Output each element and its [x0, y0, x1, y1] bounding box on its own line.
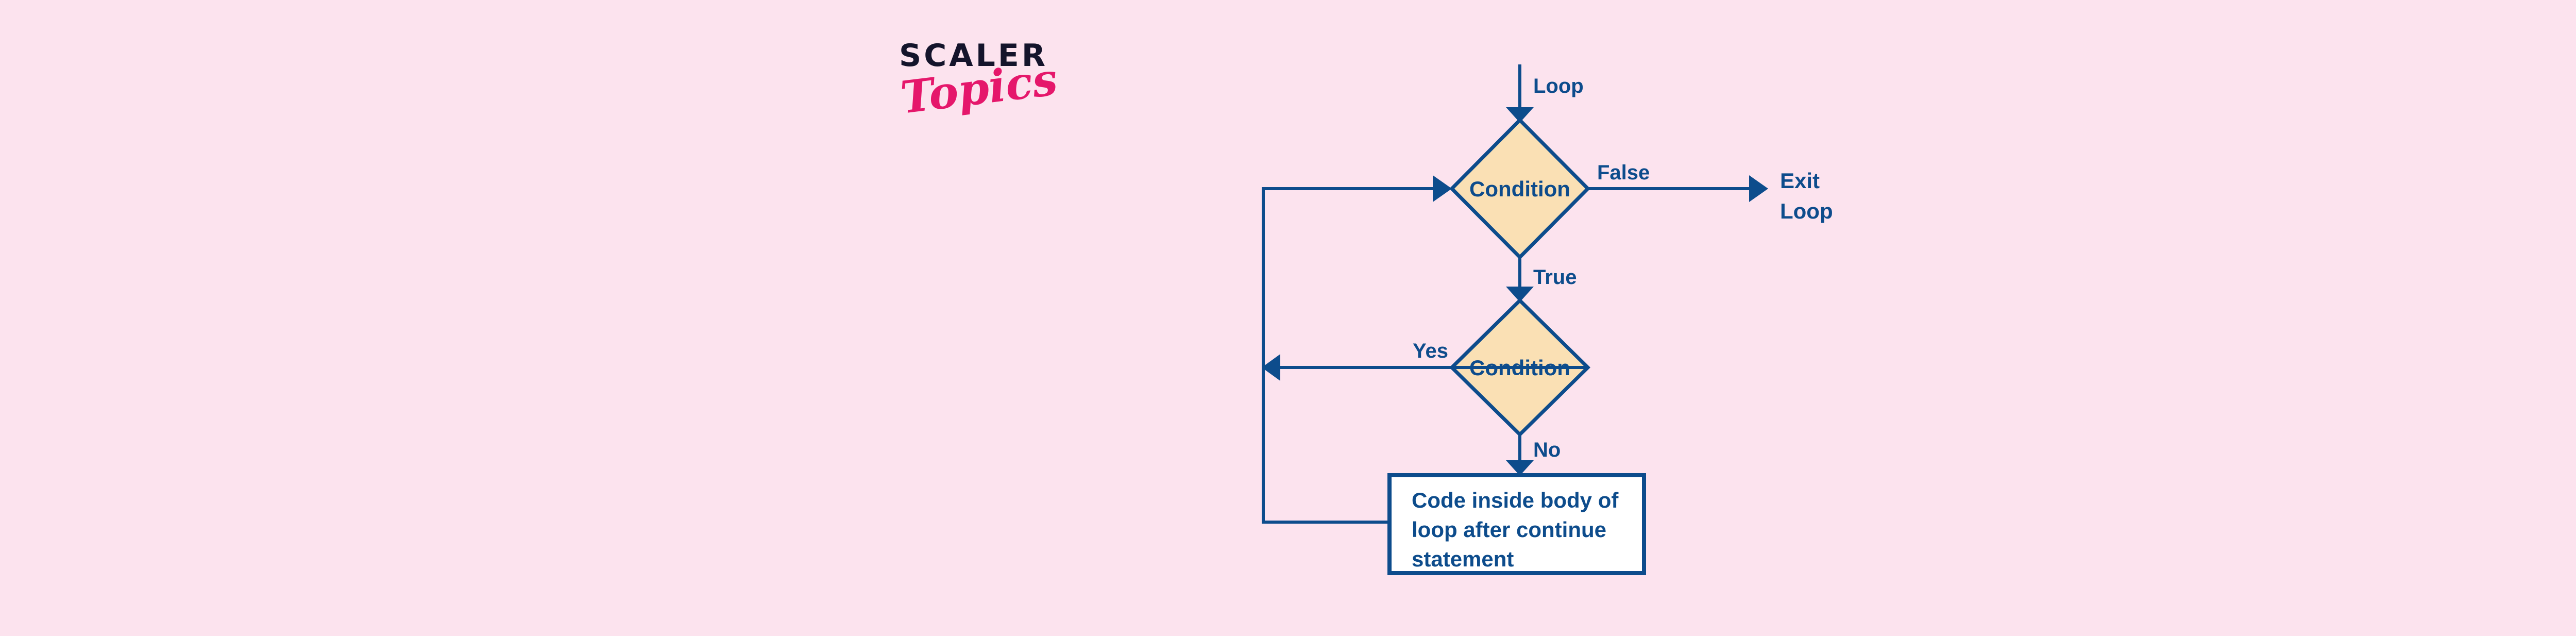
scaler-topics-logo: SCALER Topics: [898, 38, 1060, 138]
edge-no-body: No: [1506, 434, 1561, 476]
process-node-line-3: statement: [1412, 547, 1514, 571]
exit-loop-line-2: Loop: [1780, 199, 1833, 223]
decision-node-condition-1-label: Condition: [1469, 177, 1570, 201]
exit-loop-terminal: Exit Loop: [1780, 169, 1833, 223]
edge-loopback-to-condition-1: [1262, 175, 1452, 524]
edge-loop-entry: Loop: [1506, 64, 1584, 123]
logo-primary-text: SCALER: [899, 38, 1048, 74]
edge-label-false: False: [1597, 161, 1650, 184]
process-node-line-1: Code inside body of: [1412, 488, 1619, 512]
edge-label-true: True: [1533, 266, 1577, 289]
edge-label-no: No: [1533, 439, 1561, 461]
edge-label-yes: Yes: [1413, 340, 1448, 362]
edge-false-exit: False: [1588, 161, 1768, 202]
process-node-line-2: loop after continue: [1412, 517, 1606, 542]
decision-node-condition-1[interactable]: Condition: [1449, 118, 1590, 260]
edge-true: True: [1506, 257, 1577, 302]
exit-loop-line-1: Exit: [1780, 169, 1820, 193]
edge-label-loop: Loop: [1533, 75, 1584, 97]
edge-yes-loopback: Yes: [1262, 340, 1588, 381]
process-node-loop-body[interactable]: Code inside body of loop after continue …: [1387, 473, 1646, 575]
